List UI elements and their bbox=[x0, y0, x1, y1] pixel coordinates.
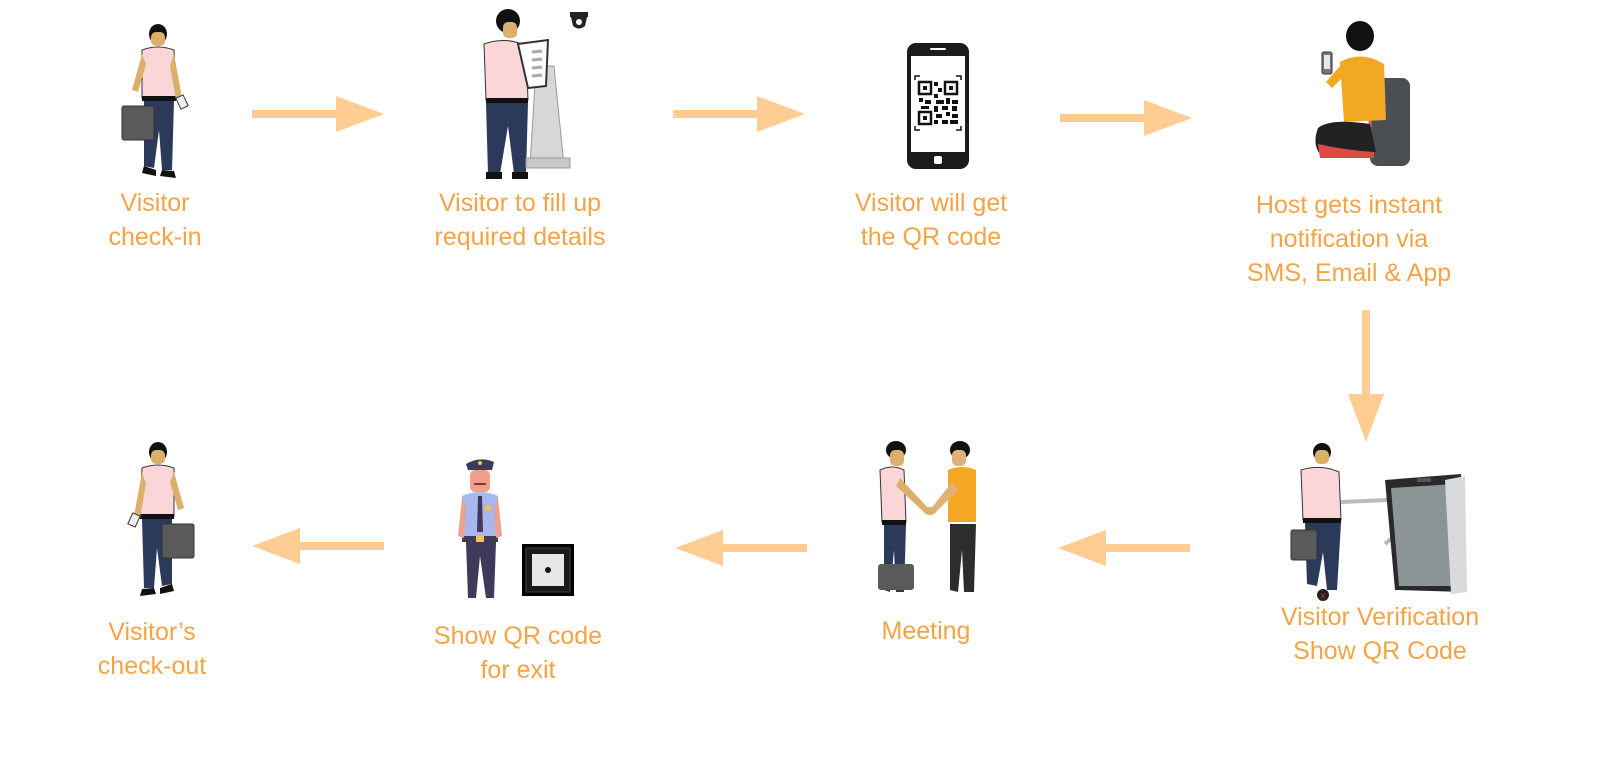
step-label-checkin: Visitor check-in bbox=[108, 186, 201, 254]
turnstile-icon: x bbox=[1290, 443, 1467, 601]
step-label-host-notify: Host gets instant notification via SMS, … bbox=[1247, 188, 1451, 290]
arrow-right-icon bbox=[252, 96, 384, 132]
walking-visitor-icon bbox=[127, 442, 195, 596]
step-label-exit-qr: Show QR code for exit bbox=[434, 619, 602, 687]
kiosk-visitor-icon bbox=[483, 9, 588, 179]
label-line: Host gets instant bbox=[1255, 191, 1443, 219]
label-line: SMS, Email & App bbox=[1246, 259, 1452, 287]
phone-qr-icon bbox=[907, 43, 969, 169]
arrow-right-icon bbox=[673, 96, 805, 132]
step-label-checkout: Visitor’s check-out bbox=[98, 615, 206, 683]
walking-visitor-icon bbox=[121, 24, 189, 178]
svg-text:x: x bbox=[1321, 591, 1326, 600]
step-label-verification: Visitor Verification Show QR Code bbox=[1281, 600, 1479, 668]
handshake-icon bbox=[878, 441, 976, 592]
arrow-left-icon bbox=[675, 530, 807, 566]
label-line: check-out bbox=[97, 652, 207, 680]
host-phone-icon bbox=[1315, 21, 1410, 166]
label-line: Meeting bbox=[881, 617, 971, 645]
label-line: Visitor to fill up bbox=[438, 189, 602, 217]
label-line: Visitor will get bbox=[854, 189, 1008, 217]
label-line: notification via bbox=[1269, 225, 1429, 253]
step-label-fill-details: Visitor to fill up required details bbox=[435, 186, 606, 254]
label-line: required details bbox=[434, 223, 606, 251]
arrow-right-icon bbox=[1060, 100, 1192, 136]
label-line: check-in bbox=[108, 223, 202, 251]
label-line: Show QR Code bbox=[1293, 637, 1467, 665]
label-line: Visitor Verification bbox=[1280, 603, 1480, 631]
guard-scanner-icon bbox=[458, 459, 574, 598]
step-label-get-qr: Visitor will get the QR code bbox=[855, 186, 1007, 254]
label-line: Show QR code bbox=[433, 622, 603, 650]
arrow-down-icon bbox=[1348, 310, 1384, 442]
label-line: the QR code bbox=[860, 223, 1002, 251]
label-line: Visitor bbox=[120, 189, 190, 217]
label-line: Visitor’s bbox=[108, 618, 196, 646]
arrow-left-icon bbox=[252, 528, 384, 564]
step-label-meeting: Meeting bbox=[882, 614, 971, 648]
arrow-left-icon bbox=[1058, 530, 1190, 566]
label-line: for exit bbox=[480, 656, 556, 684]
